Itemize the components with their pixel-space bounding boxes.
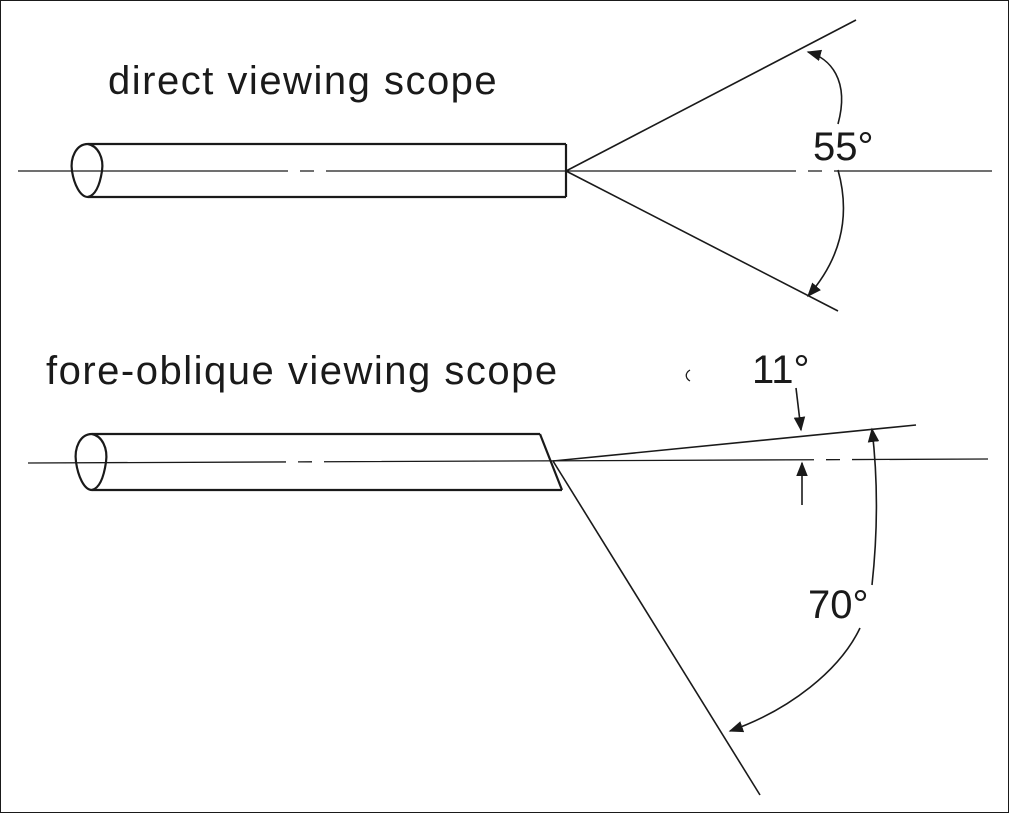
direct-angle-arc-lower (807, 169, 845, 298)
direct-scope-tube (70, 142, 568, 199)
direct-angle-arc-upper (806, 49, 843, 125)
oblique-scope-group: fore-oblique viewing scope 11° 70° (27, 348, 989, 796)
oblique-scope-label: fore-oblique viewing scope (46, 349, 559, 393)
view-angle-arc-upper (867, 427, 880, 586)
direct-scope-group: direct viewing scope 55° (18, 19, 992, 312)
view-angle-label: 70° (808, 583, 869, 627)
direct-view-upper-ray (565, 19, 857, 172)
direct-view-lower-ray (565, 170, 839, 312)
oblique-scope-tube (74, 432, 564, 492)
direct-scope-label: direct viewing scope (108, 59, 498, 103)
oblique-scope-axis (27, 458, 989, 464)
direct-angle-label: 55° (813, 125, 874, 169)
offset-angle-arrow-top (793, 387, 806, 432)
oblique-view-upper-ray (552, 424, 917, 462)
view-angle-arc-lower (728, 627, 861, 733)
oblique-view-lower-ray (552, 460, 761, 796)
stray-mark (685, 369, 691, 382)
offset-angle-label: 11° (752, 348, 810, 392)
